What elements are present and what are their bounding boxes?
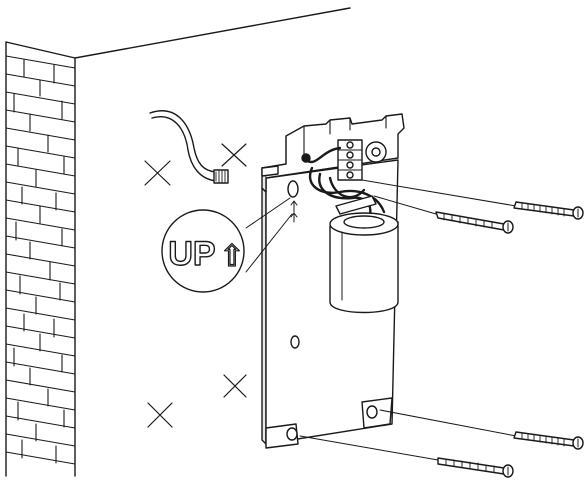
screw-hole-middle	[290, 335, 300, 349]
wire-bracket	[335, 195, 377, 215]
screw-hole-bottom-left	[286, 427, 298, 441]
cable-end	[213, 169, 229, 184]
drill-mark-top-right	[221, 143, 247, 167]
up-callout-circle	[161, 209, 245, 293]
internal-wires	[304, 146, 386, 216]
capacitor-cylinder	[329, 212, 399, 314]
drill-mark-bottom-left	[147, 402, 173, 428]
backplate-left-ear	[261, 165, 279, 177]
drill-mark-bottom-right	[223, 374, 247, 398]
drill-mark-top-left	[144, 160, 171, 186]
up-arrow-icon: ⇧	[219, 240, 244, 273]
screw-bottom-right	[513, 431, 584, 450]
screw-hole-top	[287, 180, 299, 198]
brick-pattern	[5, 55, 76, 465]
up-label: UP	[168, 235, 215, 273]
callout-leader-bottom	[245, 213, 293, 273]
guide-lines	[299, 179, 517, 461]
drill-marks	[144, 143, 247, 428]
wall-outline	[5, 7, 351, 477]
cable-inner-line	[151, 116, 217, 182]
screw-top-right	[513, 201, 584, 220]
capacitor-body	[329, 221, 399, 314]
screw-middle	[435, 211, 514, 234]
callout-leader-top	[245, 197, 291, 229]
screw-hole-bottom-right	[366, 405, 378, 419]
screw-bottom-left	[437, 457, 514, 478]
terminal-round-knob	[365, 141, 387, 163]
terminal-block	[301, 139, 387, 181]
wall	[5, 7, 351, 477]
cable-outer-line	[149, 110, 217, 173]
plate-up-arrows	[290, 200, 298, 223]
power-cable	[149, 110, 229, 184]
backplate-top-bracket	[261, 113, 405, 179]
up-callout: UP ⇧	[161, 197, 293, 293]
